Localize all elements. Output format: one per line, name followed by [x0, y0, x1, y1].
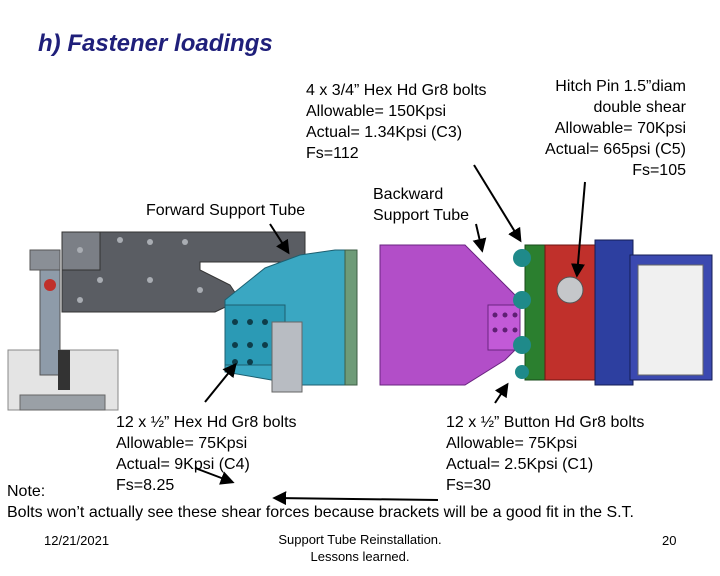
hex-bolts-bottom-line: Fs=8.25	[116, 477, 175, 494]
footer-center: Support Tube Reinstallation. Lessons lea…	[250, 531, 470, 565]
callout-arrows	[194, 164, 586, 506]
backward-support-tube-label: Backward Support Tube	[373, 184, 469, 226]
slide-title: h) Fastener loadings	[38, 30, 273, 57]
button-bolts-line: Fs=30	[446, 477, 491, 494]
page-number: 20	[662, 533, 677, 548]
hitch-pin-line: Fs=105	[632, 162, 686, 179]
backward-support-tube	[379, 244, 521, 386]
hex-bolts-top-line: Fs=112	[306, 145, 359, 162]
support-stand	[7, 249, 119, 411]
hex-bolts-bottom-line: Allowable= 75Kpsi	[116, 435, 248, 452]
hex-bolts-top-callout: 4 x 3/4” Hex Hd Gr8 bolts Allowable= 150…	[306, 80, 487, 164]
footer-date: 12/21/2021	[44, 533, 110, 548]
button-bolts-callout: 12 x ½” Button Hd Gr8 bolts Allowable= 7…	[446, 412, 644, 496]
hex-bolts-top-line: Actual= 1.34Kpsi (C3)	[306, 124, 463, 141]
button-bolts-line: Allowable= 75Kpsi	[446, 435, 578, 452]
hex-bolts-top-line: Allowable= 150Kpsi	[306, 103, 447, 120]
hitch-pin-line: Allowable= 70Kpsi	[554, 120, 686, 137]
hitch-pin-callout: Hitch Pin 1.5”diam double shear Allowabl…	[510, 76, 686, 181]
note-text: Bolts won’t actually see these shear for…	[7, 504, 634, 521]
note-label: Note:	[7, 483, 46, 500]
hitch-pin-line: double shear	[593, 99, 686, 116]
hitch-pin-line: Hitch Pin 1.5”diam	[555, 78, 686, 95]
forward-support-tube-label: Forward Support Tube	[146, 202, 306, 219]
forward-support-tube	[224, 249, 358, 393]
hex-bolts-bottom-line: Actual= 9Kpsi (C4)	[116, 456, 250, 473]
backward-label-line: Support Tube	[373, 207, 470, 224]
footer-center-line: Lessons learned.	[310, 549, 410, 564]
hex-bolts-top-line: 4 x 3/4” Hex Hd Gr8 bolts	[306, 82, 487, 99]
hitch-assembly	[513, 239, 713, 386]
hex-bolts-bottom-callout: 12 x ½” Hex Hd Gr8 bolts Allowable= 75Kp…	[116, 412, 297, 496]
hitch-pin-line: Actual= 665psi (C5)	[545, 141, 686, 158]
backward-label-line: Backward	[373, 186, 444, 203]
hex-bolts-bottom-line: 12 x ½” Hex Hd Gr8 bolts	[116, 414, 297, 431]
dark-gray-bracket	[61, 231, 306, 313]
button-bolts-line: 12 x ½” Button Hd Gr8 bolts	[446, 414, 645, 431]
button-bolts-line: Actual= 2.5Kpsi (C1)	[446, 456, 594, 473]
footer-center-line: Support Tube Reinstallation.	[278, 532, 442, 547]
